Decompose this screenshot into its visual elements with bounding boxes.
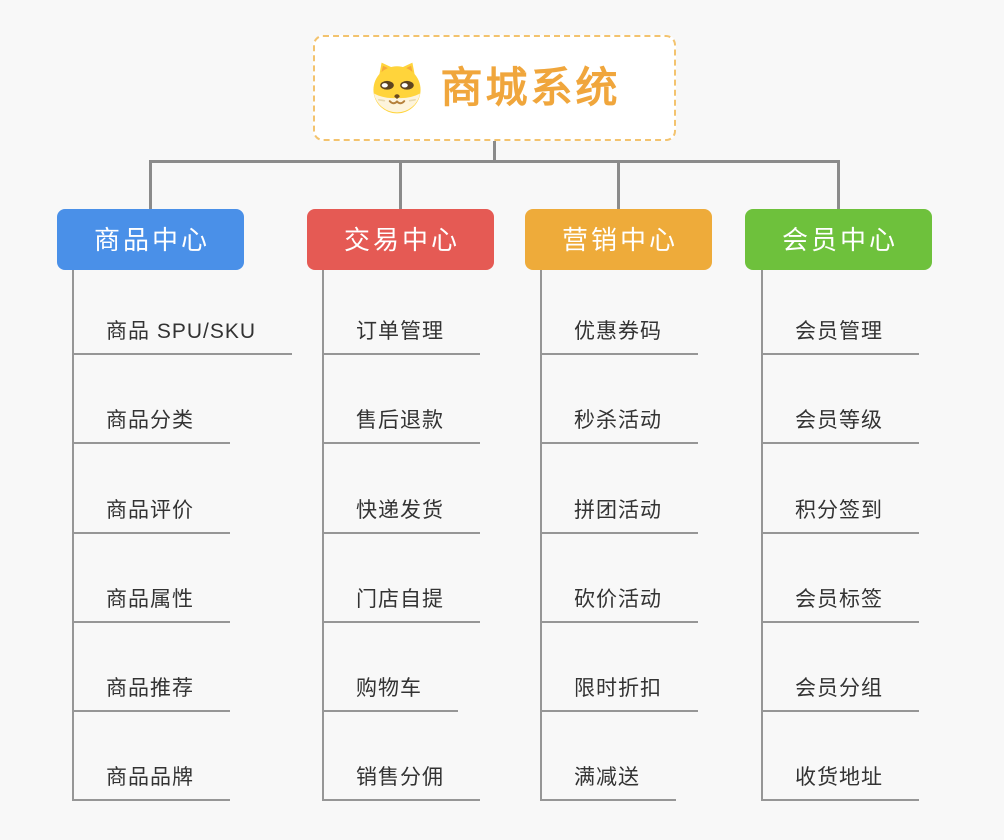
connector-drop-2 bbox=[399, 160, 402, 209]
leaf-node[interactable]: 订单管理 bbox=[322, 317, 480, 355]
child-rail-3 bbox=[540, 270, 542, 801]
connector-drop-3 bbox=[617, 160, 620, 209]
column-member-center: 会员管理 会员等级 积分签到 会员标签 会员分组 收货地址 bbox=[761, 0, 1004, 840]
child-rail-1 bbox=[72, 270, 74, 801]
branch-box-member-center[interactable]: 会员中心 bbox=[745, 209, 932, 270]
child-rail-2 bbox=[322, 270, 324, 801]
connector-root-stub bbox=[493, 141, 496, 162]
leaf-node[interactable]: 满减送 bbox=[540, 763, 676, 801]
branch-label: 营销中心 bbox=[561, 224, 678, 255]
connector-horizontal-bus bbox=[149, 160, 840, 163]
branch-label: 会员中心 bbox=[781, 224, 898, 255]
branch-label: 商品中心 bbox=[93, 224, 210, 255]
child-rail-4 bbox=[761, 270, 763, 801]
leaf-node[interactable]: 商品分类 bbox=[72, 406, 230, 444]
connector-drop-1 bbox=[149, 160, 152, 209]
leaf-node[interactable]: 会员等级 bbox=[761, 406, 919, 444]
leaf-node[interactable]: 优惠券码 bbox=[540, 317, 698, 355]
branch-box-marketing-center[interactable]: 营销中心 bbox=[525, 209, 712, 270]
leaf-node[interactable]: 商品属性 bbox=[72, 585, 230, 623]
leaf-node[interactable]: 商品推荐 bbox=[72, 674, 230, 712]
leaf-node[interactable]: 砍价活动 bbox=[540, 585, 698, 623]
leaf-node[interactable]: 秒杀活动 bbox=[540, 406, 698, 444]
leaf-node[interactable]: 拼团活动 bbox=[540, 496, 698, 534]
branch-box-product-center[interactable]: 商品中心 bbox=[57, 209, 244, 270]
leaf-node[interactable]: 购物车 bbox=[322, 674, 458, 712]
leaf-node[interactable]: 商品 SPU/SKU bbox=[72, 317, 293, 355]
branch-box-trade-center[interactable]: 交易中心 bbox=[307, 209, 494, 270]
connector-drop-4 bbox=[837, 160, 840, 209]
column-trade-center: 订单管理 售后退款 快递发货 门店自提 购物车 销售分佣 bbox=[322, 0, 572, 840]
leaf-node[interactable]: 快递发货 bbox=[322, 496, 480, 534]
root-title: 商城系统 bbox=[440, 64, 621, 111]
root-node[interactable]: 商城系统 bbox=[313, 35, 676, 141]
leaf-node[interactable]: 商品评价 bbox=[72, 496, 230, 534]
leaf-node[interactable]: 会员管理 bbox=[761, 317, 919, 355]
leaf-node[interactable]: 会员分组 bbox=[761, 674, 919, 712]
column-product-center: 商品 SPU/SKU 商品分类 商品评价 商品属性 商品推荐 商品品牌 bbox=[72, 0, 322, 840]
leaf-node[interactable]: 商品品牌 bbox=[72, 763, 230, 801]
leaf-node[interactable]: 会员标签 bbox=[761, 585, 919, 623]
column-marketing-center: 优惠券码 秒杀活动 拼团活动 砍价活动 限时折扣 满减送 bbox=[540, 0, 790, 840]
branch-label: 交易中心 bbox=[343, 224, 460, 255]
leaf-node[interactable]: 收货地址 bbox=[761, 763, 919, 801]
shiba-dog-icon bbox=[368, 59, 426, 117]
leaf-node[interactable]: 售后退款 bbox=[322, 406, 480, 444]
leaf-node[interactable]: 门店自提 bbox=[322, 585, 480, 623]
leaf-node[interactable]: 积分签到 bbox=[761, 496, 919, 534]
leaf-node[interactable]: 限时折扣 bbox=[540, 674, 698, 712]
leaf-node[interactable]: 销售分佣 bbox=[322, 763, 480, 801]
